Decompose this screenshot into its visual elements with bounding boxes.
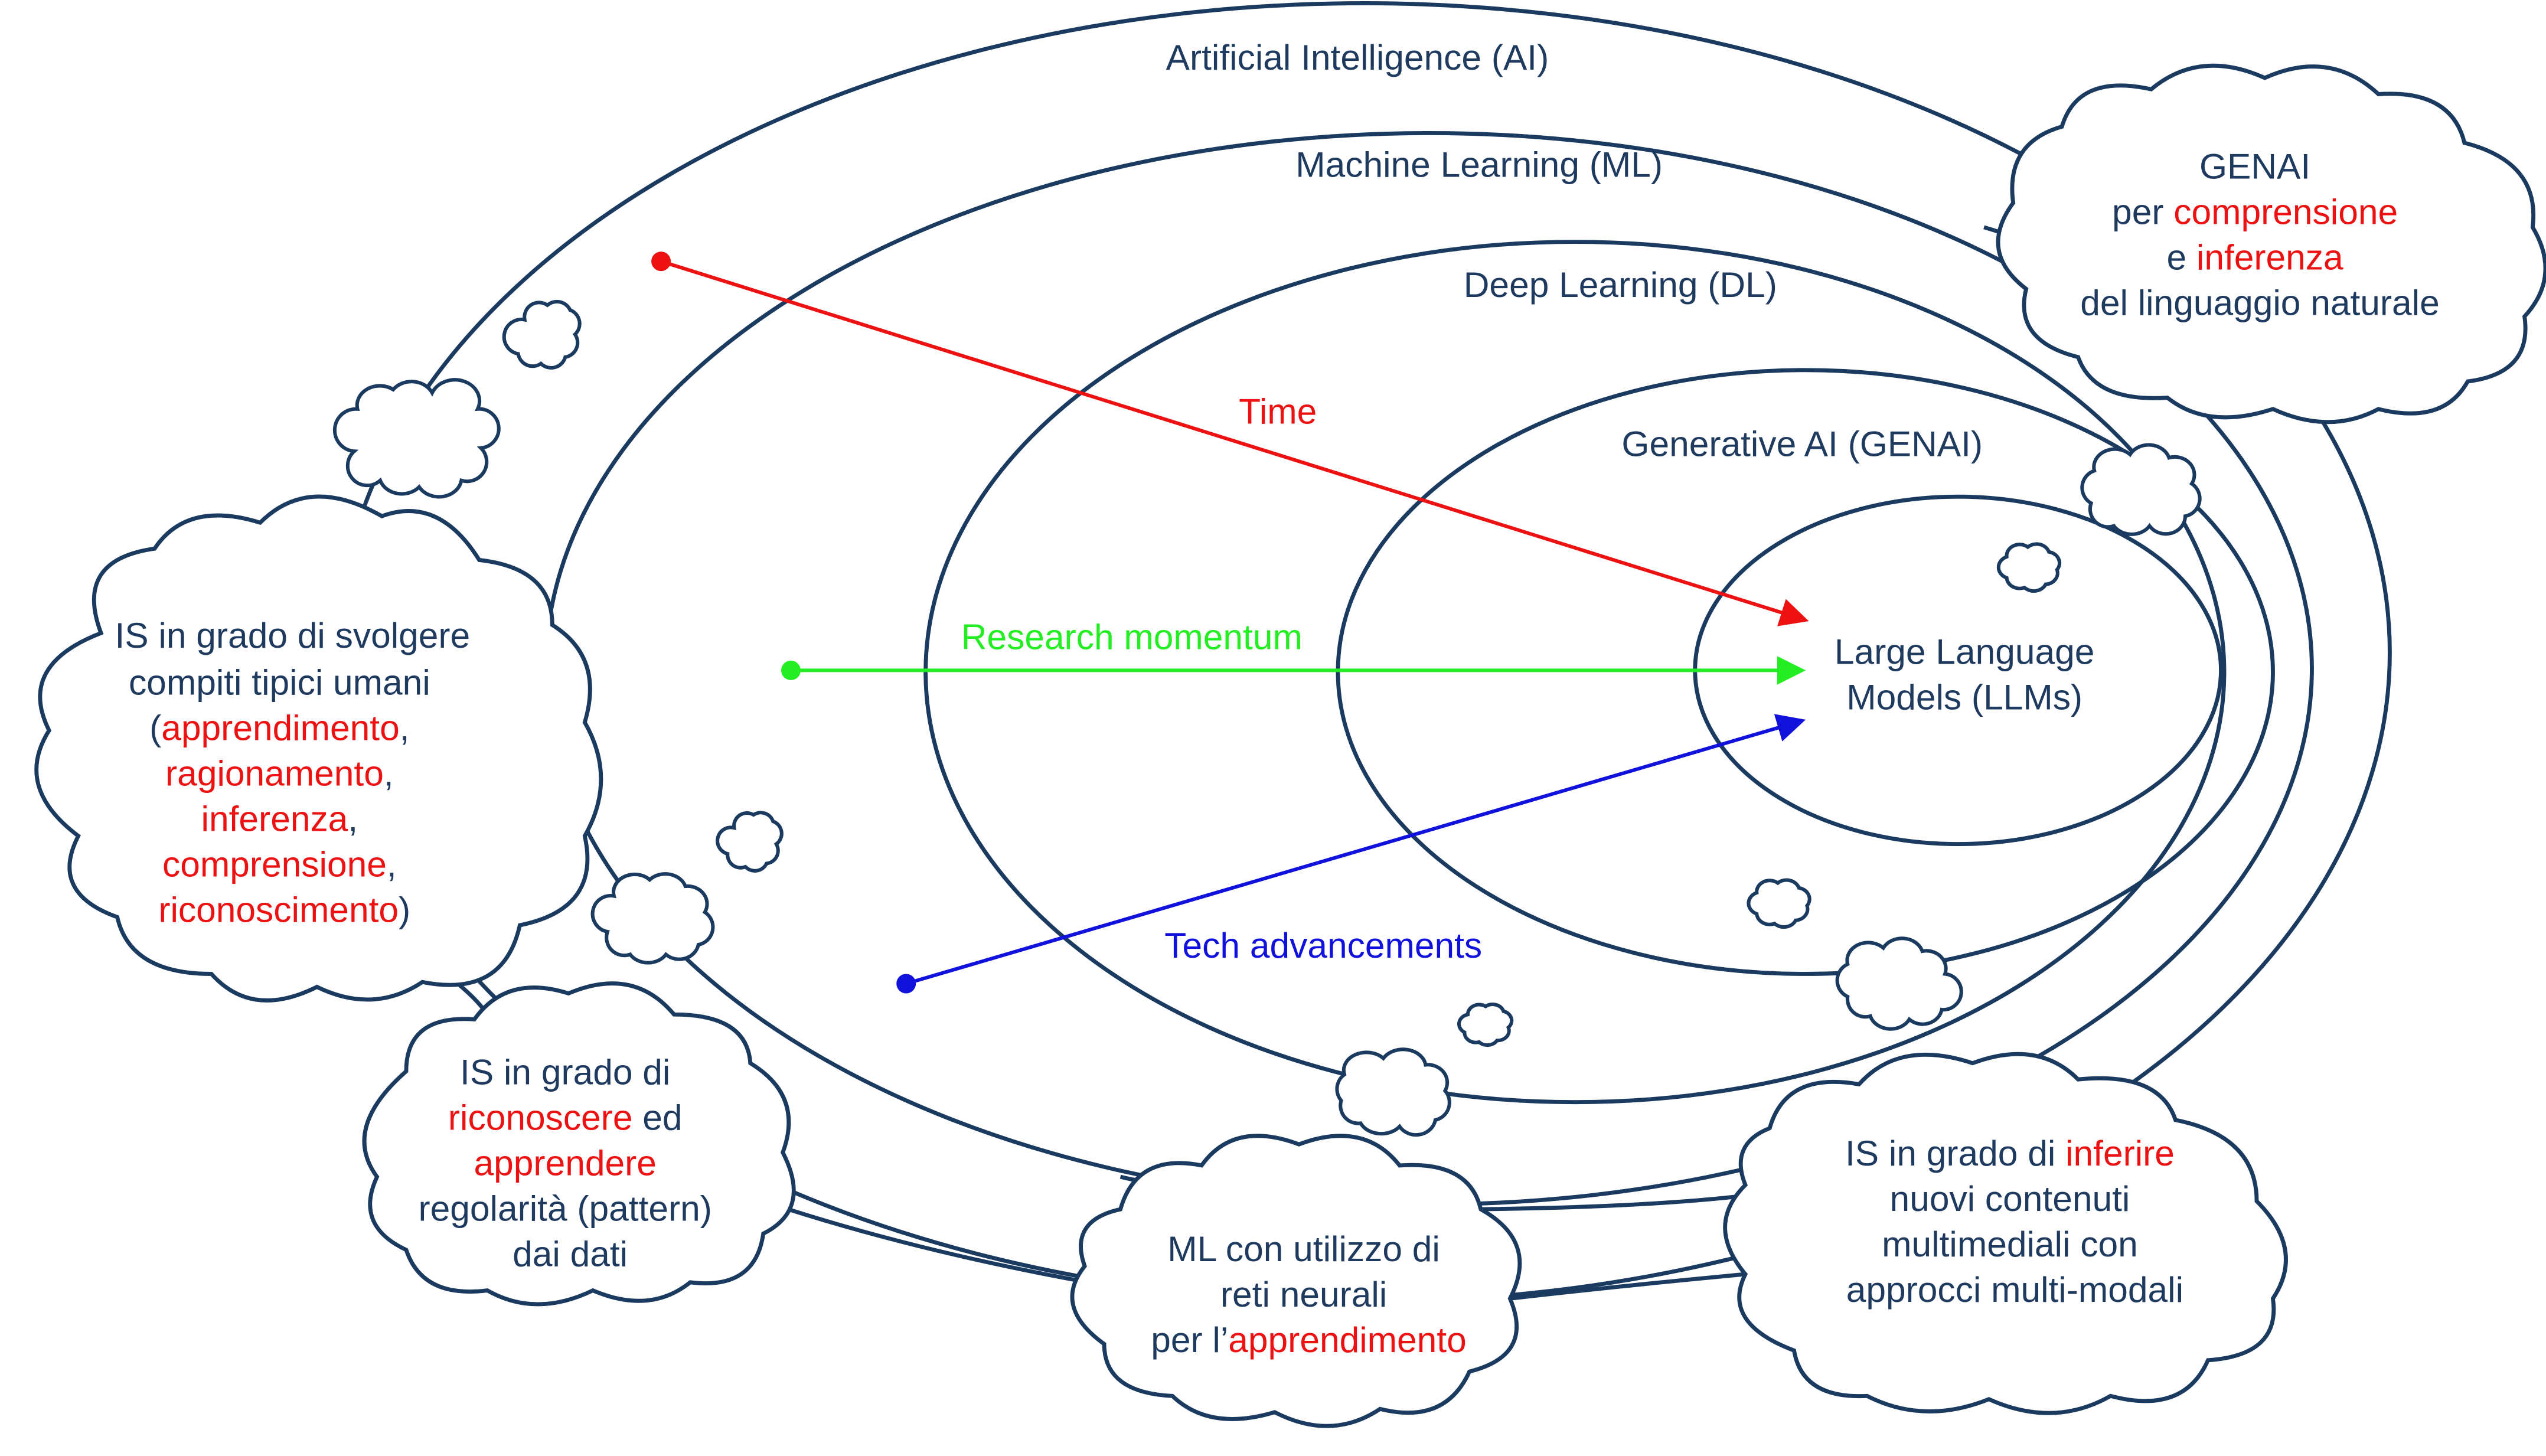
research-arrow-origin bbox=[781, 660, 801, 680]
mini-cloud bbox=[1835, 936, 1963, 1031]
cloud-ml-definition bbox=[362, 981, 796, 1307]
mini-cloud bbox=[502, 299, 582, 370]
mini-cloud bbox=[1457, 1002, 1514, 1047]
cloud-dl-definition bbox=[1070, 1134, 1522, 1428]
mini-cloud bbox=[1996, 542, 2062, 593]
dl-cloud-text: ML con utilizzo di reti neurali per l’ap… bbox=[1151, 1229, 1466, 1360]
ml-label: Machine Learning (ML) bbox=[1295, 145, 1663, 185]
ml-cloud-text: IS in grado di riconoscere ed apprendere… bbox=[418, 1052, 722, 1274]
time-arrow bbox=[660, 259, 1809, 626]
time-label: Time bbox=[1239, 391, 1317, 432]
arrows bbox=[651, 252, 1809, 994]
ai-label: Artificial Intelligence (AI) bbox=[1166, 37, 1549, 77]
mini-cloud bbox=[2080, 443, 2202, 536]
tech-label: Tech advancements bbox=[1164, 925, 1482, 965]
cloud-genai-language bbox=[1996, 63, 2546, 425]
mini-cloud bbox=[332, 378, 501, 499]
time-arrow-origin bbox=[651, 252, 671, 272]
llm-label-line1: Large Language bbox=[1835, 631, 2095, 671]
cloud-ai-definition bbox=[34, 494, 603, 1003]
genai-language-cloud-text: GENAI per comprensione e inferenza del l… bbox=[2080, 146, 2440, 322]
research-label: Research momentum bbox=[961, 617, 1303, 657]
ai-cloud-text: IS in grado di svolgere compiti tipici u… bbox=[115, 615, 481, 930]
mini-cloud bbox=[1335, 1047, 1451, 1137]
dl-label: Deep Learning (DL) bbox=[1464, 265, 1777, 305]
genai-multimodal-cloud-text: IS in grado di inferire nuovi contenuti … bbox=[1845, 1133, 2185, 1310]
mini-cloud bbox=[590, 872, 715, 965]
mini-cloud bbox=[1747, 878, 1811, 929]
tech-arrow bbox=[905, 714, 1806, 985]
mini-cloud bbox=[716, 811, 784, 873]
tech-arrow-origin bbox=[896, 974, 916, 994]
llm-label-line2: Models (LLMs) bbox=[1846, 677, 2083, 717]
genai-label: Generative AI (GENAI) bbox=[1621, 424, 1983, 464]
cloud-genai-multimodal bbox=[1723, 1052, 2288, 1415]
